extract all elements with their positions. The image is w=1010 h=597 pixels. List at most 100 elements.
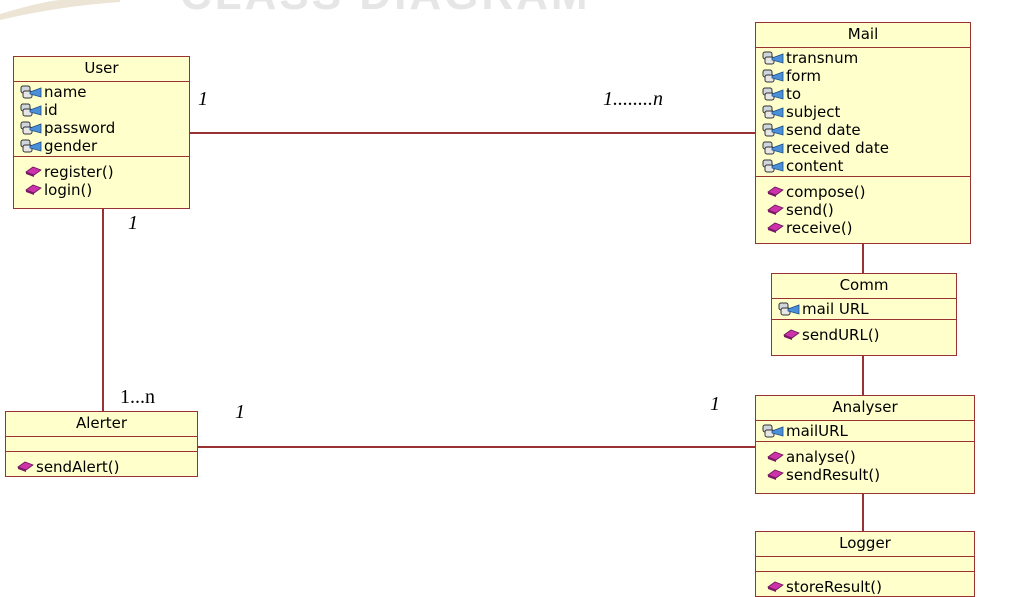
key-attribute-icon [762, 105, 784, 119]
key-attribute-icon [762, 69, 784, 83]
key-attribute-icon [762, 141, 784, 155]
method-icon [767, 469, 784, 480]
class-name: Alerter [6, 412, 197, 437]
class-name: Comm [772, 274, 956, 299]
association-alerter-analyser [198, 446, 756, 448]
method-icon [767, 581, 784, 592]
corner-ornament [0, 0, 120, 20]
class-alerter[interactable]: Alerter sendAlert() [5, 411, 198, 477]
operation-label: sendAlert() [36, 458, 120, 476]
attribute-item: transnum [762, 49, 964, 67]
association-mail-comm [862, 244, 864, 273]
operation-item: storeResult() [762, 578, 968, 596]
method-icon [767, 204, 784, 215]
operation-label: storeResult() [786, 578, 882, 596]
key-attribute-icon [762, 123, 784, 137]
attribute-item: id [20, 101, 183, 119]
operation-item: login() [20, 181, 183, 199]
attributes-section [756, 557, 974, 572]
operation-item: sendResult() [762, 466, 968, 484]
attribute-item: mail URL [778, 300, 950, 318]
method-icon [767, 451, 784, 462]
operation-label: login() [44, 181, 93, 199]
attribute-label: transnum [786, 49, 859, 67]
operations-section: register()login() [14, 157, 189, 200]
attribute-item: password [20, 119, 183, 137]
key-attribute-icon [20, 85, 42, 99]
attribute-item: to [762, 85, 964, 103]
operation-item: register() [20, 163, 183, 181]
operation-item: sendAlert() [12, 458, 191, 476]
operation-item: receive() [762, 219, 964, 237]
operation-label: register() [44, 163, 114, 181]
class-name: Mail [756, 23, 970, 48]
key-attribute-icon [20, 139, 42, 153]
attribute-label: password [44, 119, 116, 137]
attribute-label: content [786, 157, 844, 175]
operations-section: analyse()sendResult() [756, 442, 974, 485]
key-attribute-icon [20, 121, 42, 135]
operations-section: sendURL() [772, 320, 956, 345]
operation-item: sendURL() [778, 326, 950, 344]
method-icon [767, 186, 784, 197]
attribute-label: form [786, 67, 821, 85]
attribute-item: content [762, 157, 964, 175]
operation-label: analyse() [786, 448, 856, 466]
key-attribute-icon [20, 103, 42, 117]
attribute-item: received date [762, 139, 964, 157]
class-name: User [14, 57, 189, 82]
operations-section: storeResult() [756, 572, 974, 597]
method-icon [25, 184, 42, 195]
attribute-label: mail URL [802, 300, 869, 318]
association-comm-analyser [862, 356, 864, 395]
attribute-label: received date [786, 139, 889, 157]
attribute-label: name [44, 83, 87, 101]
attribute-label: subject [786, 103, 841, 121]
key-attribute-icon [778, 302, 800, 316]
multiplicity-user-mail-user-end: 1 [198, 88, 208, 110]
class-name: Analyser [756, 396, 974, 421]
key-attribute-icon [762, 87, 784, 101]
attribute-item: send date [762, 121, 964, 139]
class-name: Logger [756, 532, 974, 557]
slide-title-fragment: CLASS DIAGRAM [180, 0, 591, 20]
operation-label: sendResult() [786, 466, 881, 484]
method-icon [25, 166, 42, 177]
method-icon [767, 222, 784, 233]
operation-item: send() [762, 201, 964, 219]
operation-label: sendURL() [802, 326, 880, 344]
attributes-section [6, 437, 197, 452]
attribute-item: name [20, 83, 183, 101]
attributes-section: mail URL [772, 299, 956, 320]
operation-item: analyse() [762, 448, 968, 466]
key-attribute-icon [762, 159, 784, 173]
attribute-label: id [44, 101, 58, 119]
operation-label: send() [786, 201, 834, 219]
method-icon [783, 329, 800, 340]
multiplicity-user-alerter-alerter-end: 1...n [120, 386, 155, 408]
attribute-item: mailURL [762, 422, 968, 440]
attributes-section: mailURL [756, 421, 974, 442]
multiplicity-user-alerter-user-end: 1 [128, 212, 138, 234]
attribute-item: form [762, 67, 964, 85]
attribute-label: send date [786, 121, 861, 139]
multiplicity-alerter-analyser-analyser-end: 1 [710, 393, 720, 415]
association-user-alerter [102, 209, 104, 411]
method-icon [17, 461, 34, 472]
multiplicity-user-mail-mail-end: 1........n [603, 88, 663, 110]
key-attribute-icon [762, 51, 784, 65]
association-user-mail [190, 132, 756, 134]
class-logger[interactable]: Logger storeResult() [755, 531, 975, 597]
key-attribute-icon [762, 424, 784, 438]
operations-section: compose()send()receive() [756, 177, 970, 238]
attribute-label: gender [44, 137, 98, 155]
operation-label: compose() [786, 183, 866, 201]
attribute-item: subject [762, 103, 964, 121]
multiplicity-alerter-analyser-alerter-end: 1 [235, 401, 245, 423]
